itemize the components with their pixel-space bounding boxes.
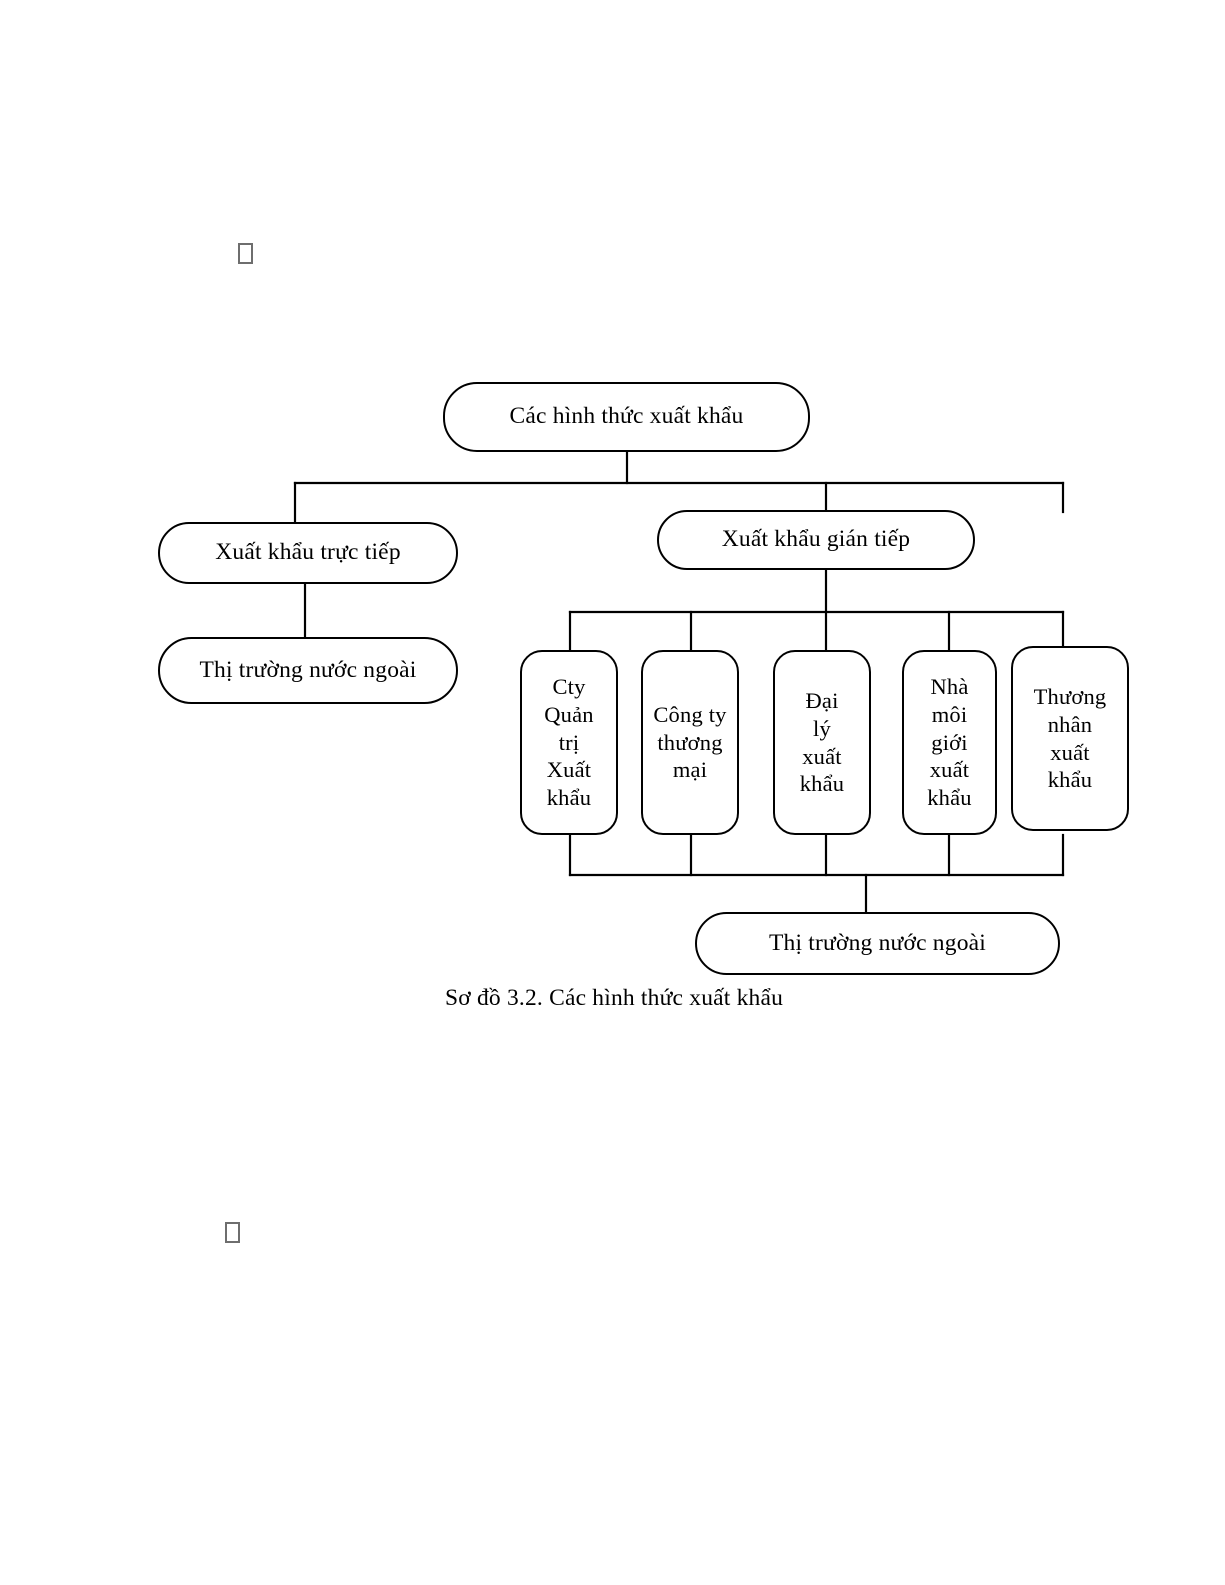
- node-root-label: Các hình thức xuất khẩu: [509, 403, 744, 430]
- node-intermediary-5-label: Thương nhân xuất khẩu: [1033, 683, 1107, 793]
- figure-caption: Sơ đồ 3.2. Các hình thức xuất khẩu: [445, 985, 784, 1011]
- node-indirect-foreign-market-label: Thị trường nước ngoài: [768, 929, 987, 956]
- node-intermediary-3-label: Đại lý xuất khẩu: [799, 687, 845, 797]
- node-intermediary-4[interactable]: Nhà môi giới xuất khẩu: [902, 650, 997, 835]
- node-direct-export[interactable]: Xuất khẩu trực tiếp: [158, 522, 458, 584]
- missing-glyph-marker-top: [238, 243, 253, 264]
- node-intermediary-5[interactable]: Thương nhân xuất khẩu: [1011, 646, 1129, 831]
- node-direct-foreign-market-label: Thị trường nước ngoài: [199, 656, 417, 683]
- node-intermediary-4-label: Nhà môi giới xuất khẩu: [927, 673, 972, 811]
- node-intermediary-2-label: Công ty thương mại: [653, 701, 727, 783]
- missing-glyph-marker-bottom: [225, 1222, 240, 1243]
- node-direct-export-label: Xuất khẩu trực tiếp: [215, 539, 401, 566]
- node-intermediary-3[interactable]: Đại lý xuất khẩu: [773, 650, 871, 835]
- node-root[interactable]: Các hình thức xuất khẩu: [443, 382, 810, 452]
- node-indirect-export-label: Xuất khẩu gián tiếp: [721, 526, 911, 553]
- node-intermediary-1-label: Cty Quản trị Xuất khẩu: [544, 673, 594, 811]
- node-indirect-foreign-market[interactable]: Thị trường nước ngoài: [695, 912, 1060, 975]
- node-intermediary-1[interactable]: Cty Quản trị Xuất khẩu: [520, 650, 618, 835]
- node-intermediary-2[interactable]: Công ty thương mại: [641, 650, 739, 835]
- node-direct-foreign-market[interactable]: Thị trường nước ngoài: [158, 637, 458, 704]
- node-indirect-export[interactable]: Xuất khẩu gián tiếp: [657, 510, 975, 570]
